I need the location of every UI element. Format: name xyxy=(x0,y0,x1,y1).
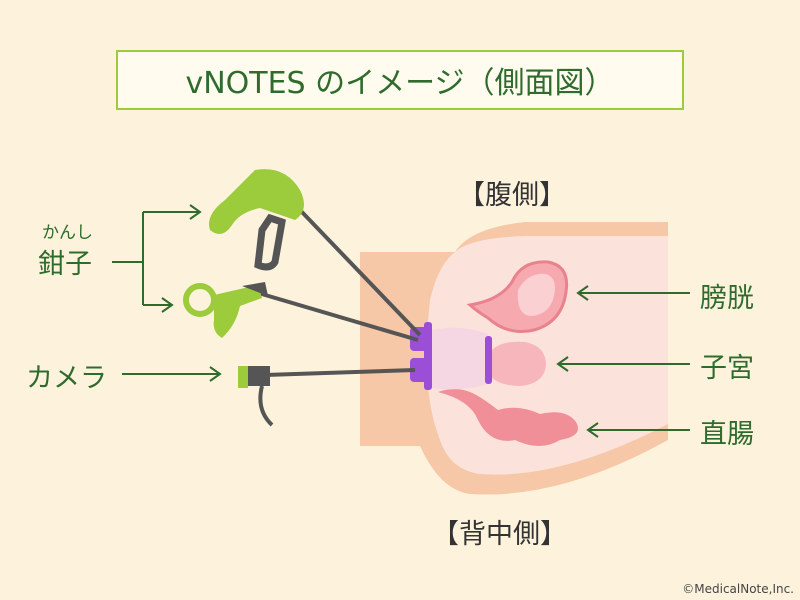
rectum-organ xyxy=(438,389,578,446)
bladder-inner xyxy=(517,273,555,316)
port-ring-inner xyxy=(485,336,492,384)
abdomen-side-label: 【腹側】 xyxy=(458,180,566,211)
bladder-arrow xyxy=(576,285,690,301)
uterus-organ xyxy=(490,341,546,386)
forceps-label: 鉗子 xyxy=(38,249,92,280)
page-title: vNOTES のイメージ（側面図） xyxy=(185,66,615,101)
forceps-bracket xyxy=(112,204,202,313)
port-cap-top xyxy=(410,327,428,351)
back-side-label: 【背中側】 xyxy=(432,519,567,550)
camera-label: カメラ xyxy=(26,363,107,394)
forceps-lower xyxy=(183,282,419,342)
port-tube xyxy=(432,327,488,390)
uterus-arrow xyxy=(556,356,690,372)
title-box: vNOTES のイメージ（側面図） xyxy=(116,50,684,110)
uterus-label: 子宮 xyxy=(700,353,754,384)
port-cap-bottom xyxy=(410,358,428,382)
camera-arrow xyxy=(122,366,222,382)
rectum-arrow xyxy=(586,422,690,438)
copyright-credit: ©MedicalNote,Inc. xyxy=(682,582,794,596)
rectum-label: 直腸 xyxy=(700,419,754,450)
forceps-upper xyxy=(209,169,422,337)
camera-instrument xyxy=(238,366,416,427)
forceps-ruby: かんし xyxy=(42,223,93,243)
bladder-label: 膀胱 xyxy=(700,283,754,314)
